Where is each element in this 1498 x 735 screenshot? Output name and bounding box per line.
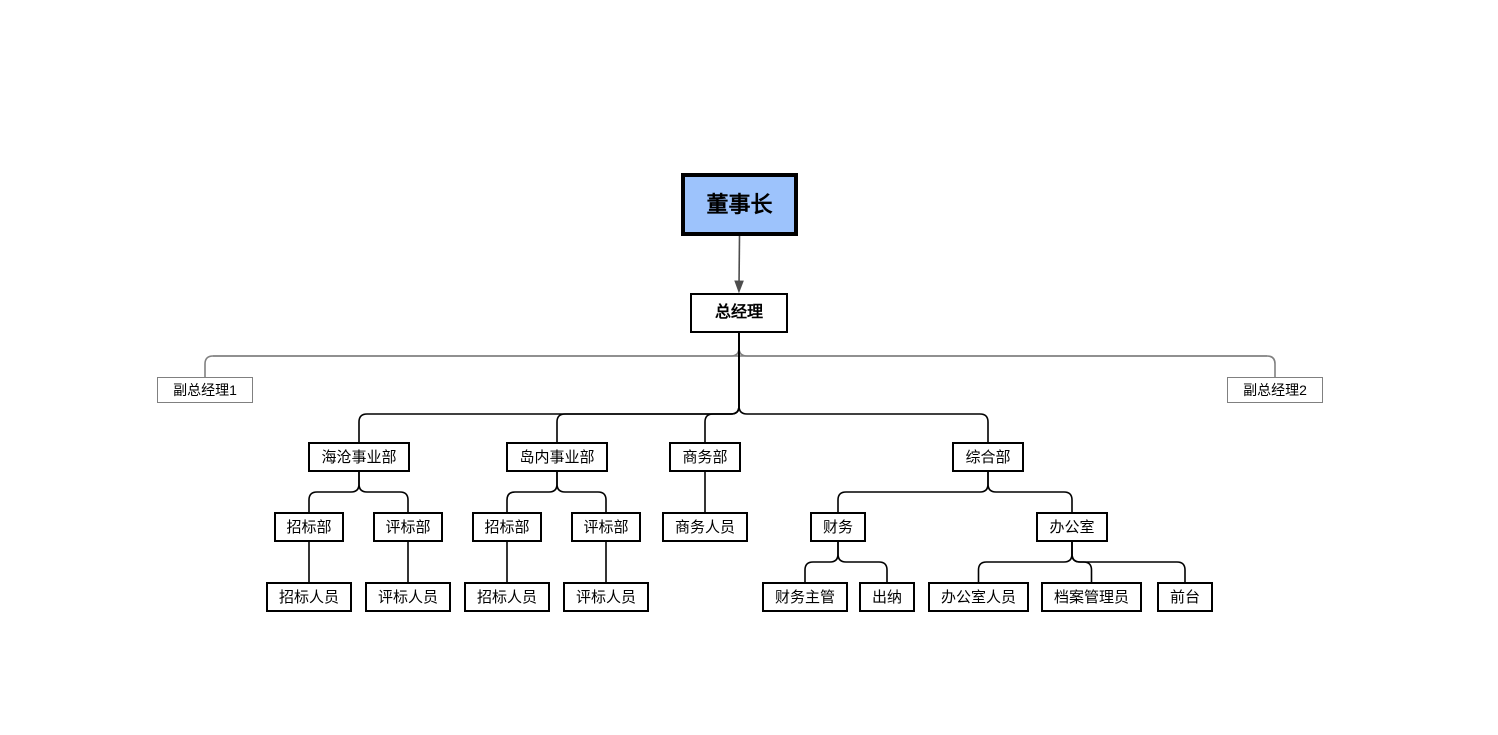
node-office[interactable]: 办公室 — [1036, 512, 1108, 542]
node-label-deputy-gm-2: 副总经理2 — [1243, 382, 1307, 398]
node-general-affairs-dept[interactable]: 综合部 — [952, 442, 1024, 472]
node-label-office-staff: 办公室人员 — [940, 588, 1016, 606]
node-label-bid-dept-1: 招标部 — [286, 518, 332, 536]
node-label-general-affairs-dept: 综合部 — [965, 448, 1011, 466]
node-label-finance-supervisor: 财务主管 — [774, 588, 835, 606]
node-label-daonei-division: 岛内事业部 — [519, 448, 595, 466]
node-business-staff[interactable]: 商务人员 — [662, 512, 748, 542]
node-label-eval-dept-1: 评标部 — [385, 518, 431, 536]
node-eval-dept-2[interactable]: 评标部 — [571, 512, 641, 542]
node-eval-staff-1[interactable]: 评标人员 — [365, 582, 451, 612]
node-label-bid-staff-2: 招标人员 — [476, 588, 537, 606]
node-label-eval-dept-2: 评标部 — [583, 518, 629, 536]
node-bid-dept-1[interactable]: 招标部 — [274, 512, 344, 542]
node-eval-staff-2[interactable]: 评标人员 — [563, 582, 649, 612]
node-deputy-gm-1[interactable]: 副总经理1 — [157, 377, 253, 403]
node-reception[interactable]: 前台 — [1157, 582, 1213, 612]
node-label-archivist: 档案管理员 — [1053, 588, 1129, 606]
node-daonei-division[interactable]: 岛内事业部 — [506, 442, 608, 472]
node-label-chairman: 董事长 — [706, 191, 773, 217]
node-label-cashier: 出纳 — [871, 588, 902, 606]
node-deputy-gm-2[interactable]: 副总经理2 — [1227, 377, 1323, 403]
node-bid-staff-1[interactable]: 招标人员 — [266, 582, 352, 612]
node-label-bid-dept-2: 招标部 — [484, 518, 530, 536]
node-label-eval-staff-2: 评标人员 — [575, 588, 636, 606]
node-bid-dept-2[interactable]: 招标部 — [472, 512, 542, 542]
node-business-dept[interactable]: 商务部 — [669, 442, 741, 472]
node-eval-dept-1[interactable]: 评标部 — [373, 512, 443, 542]
node-label-finance: 财务 — [822, 518, 853, 536]
node-label-deputy-gm-1: 副总经理1 — [173, 382, 237, 398]
node-label-general-manager: 总经理 — [714, 304, 763, 321]
node-label-reception: 前台 — [1169, 588, 1200, 606]
node-label-business-dept: 商务部 — [682, 448, 728, 466]
node-label-business-staff: 商务人员 — [674, 518, 735, 536]
node-label-haicang-division: 海沧事业部 — [321, 448, 397, 466]
node-finance-supervisor[interactable]: 财务主管 — [762, 582, 848, 612]
node-cashier[interactable]: 出纳 — [859, 582, 915, 612]
node-label-office: 办公室 — [1049, 518, 1095, 536]
node-archivist[interactable]: 档案管理员 — [1041, 582, 1142, 612]
node-haicang-division[interactable]: 海沧事业部 — [308, 442, 410, 472]
node-office-staff[interactable]: 办公室人员 — [928, 582, 1029, 612]
node-finance[interactable]: 财务 — [810, 512, 866, 542]
node-chairman[interactable]: 董事长 — [681, 173, 798, 236]
node-label-bid-staff-1: 招标人员 — [278, 588, 339, 606]
node-label-eval-staff-1: 评标人员 — [377, 588, 438, 606]
node-bid-staff-2[interactable]: 招标人员 — [464, 582, 550, 612]
node-general-manager[interactable]: 总经理 — [690, 293, 788, 333]
